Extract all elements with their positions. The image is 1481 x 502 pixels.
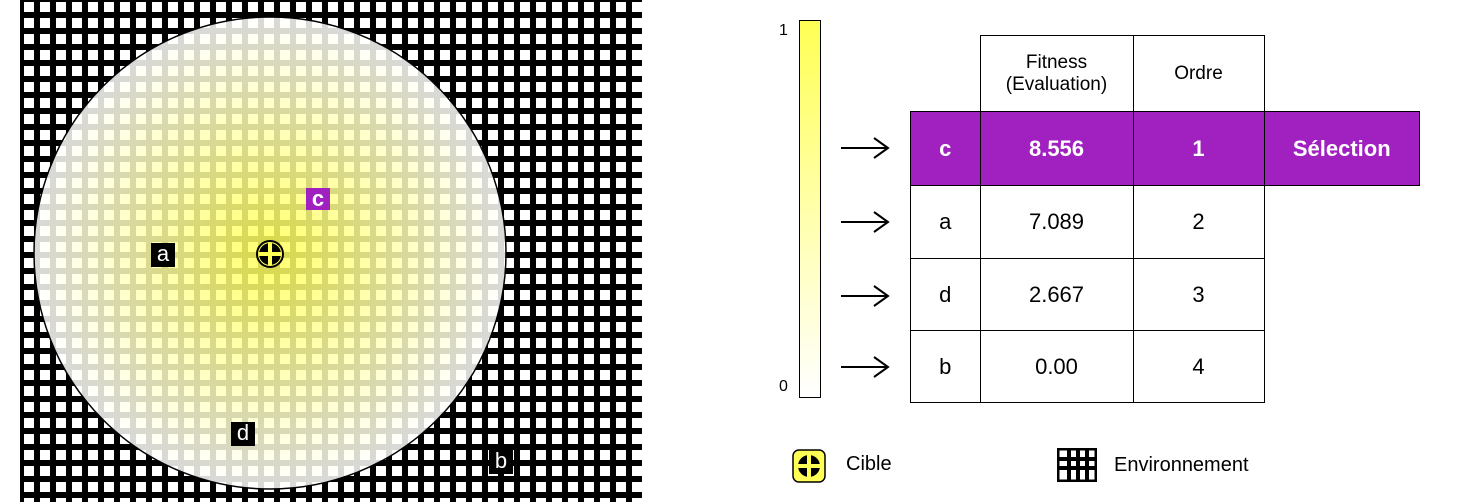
arrow-row-a	[841, 211, 890, 233]
legend-environment-label: Environnement	[1114, 454, 1249, 476]
header-fitness-line2: (Evaluation)	[1005, 73, 1108, 95]
cell-fitness: 2.667	[979, 258, 1134, 331]
legend-target-label: Cible	[846, 453, 892, 475]
environment-grid	[20, 0, 642, 502]
arrow-row-b	[841, 356, 890, 378]
table-row: a 7.089 2	[910, 185, 1420, 259]
header-fitness: Fitness (Evaluation)	[979, 35, 1134, 112]
selection-label: Sélection	[1263, 111, 1420, 186]
cell-order: 4	[1132, 330, 1265, 403]
cell-name: b	[910, 330, 981, 403]
cell-order: 3	[1132, 258, 1265, 331]
arrow-row-c	[841, 137, 890, 159]
cell-fitness: 7.089	[979, 185, 1134, 259]
fitness-scale-bar	[799, 20, 821, 398]
marker-d: d	[231, 422, 255, 446]
cell-order: 1	[1132, 111, 1265, 186]
cell-name: c	[910, 111, 981, 186]
target-icon	[256, 240, 284, 268]
cell-fitness: 0.00	[979, 330, 1134, 403]
table-row: d 2.667 3	[910, 258, 1420, 331]
legend-target-icon	[792, 449, 826, 483]
table-row: c 8.556 1 Sélection	[910, 111, 1420, 186]
cell-name: d	[910, 258, 981, 331]
fitness-table: Fitness (Evaluation) Ordre c 8.556 1 Sél…	[910, 35, 1420, 403]
legend-environment-icon	[1057, 448, 1097, 482]
table-header-row: Fitness (Evaluation) Ordre	[911, 35, 1420, 112]
table-row: b 0.00 4	[910, 330, 1420, 403]
marker-b: b	[489, 450, 513, 474]
header-order: Ordre	[1132, 35, 1265, 112]
cell-fitness: 8.556	[979, 111, 1134, 186]
arrow-row-d	[841, 285, 890, 307]
cell-order: 2	[1132, 185, 1265, 259]
marker-a: a	[151, 243, 175, 267]
marker-c: c	[306, 188, 330, 210]
cell-name: a	[910, 185, 981, 259]
scale-min-label: 0	[779, 378, 788, 395]
scale-max-label: 1	[779, 22, 788, 39]
header-fitness-line1: Fitness	[1025, 51, 1088, 73]
